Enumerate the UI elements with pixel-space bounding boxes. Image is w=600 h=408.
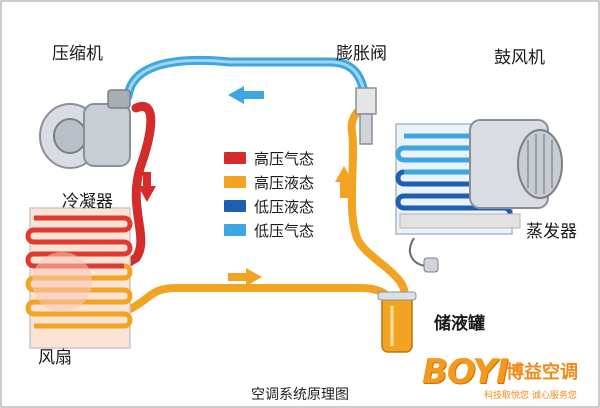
logo-mark: BOYI [422,352,509,392]
flow-arrow-orange-up-tail [340,182,348,198]
legend-label: 低压液态 [254,197,315,216]
compressor [39,89,131,169]
flow-arrow-orange-bottom-tail [228,273,246,281]
diagram-caption: 空调系统原理图 [251,387,349,403]
pressure-switch [409,237,439,273]
flow-arrow-top-tail [244,91,264,99]
legend-label: 高压气态 [254,149,315,168]
expansion-valve-label: 膨胀阀 [336,44,387,64]
legend-item: 低压气态 [224,218,314,242]
legend-swatch-low-pressure-gas [224,224,246,236]
fan [32,252,92,312]
legend: 高压气态 高压液态 低压液态 低压气态 [224,146,314,242]
legend-swatch-high-pressure-gas [224,152,246,164]
high-pressure-gas-line [121,102,156,269]
expansion-valve [355,87,377,145]
condenser-label: 冷凝器 [62,192,113,212]
logo-name: 博益空调 [506,362,578,383]
brand-logo: BOYI 博益空调 科技取悦您 诚心服务您 [420,350,598,406]
receiver-drier-label: 储液罐 [434,314,485,334]
legend-item: 高压液态 [224,170,314,194]
logo-slogan: 科技取悦您 诚心服务您 [484,391,577,401]
flow-arrow-red-tail [143,172,151,186]
legend-label: 低压气态 [254,221,315,240]
flow-arrow-red [138,186,156,202]
high-pressure-liquid-line [124,284,396,314]
legend-item: 低压液态 [224,194,314,218]
high-pressure-liquid-line-up [347,104,409,302]
flow-arrow-orange-up [335,166,353,182]
receiver-drier [377,291,417,353]
blower [469,119,563,209]
evaporator-label: 蒸发器 [526,222,577,242]
legend-label: 高压液态 [254,173,315,192]
legend-swatch-high-pressure-liquid [224,176,246,188]
low-pressure-gas-line-inner [126,58,366,98]
compressor-label: 压缩机 [52,44,103,64]
legend-swatch-low-pressure-liquid [224,200,246,212]
flow-arrow-orange-bottom [246,268,262,286]
fan-label: 风扇 [38,348,72,368]
legend-item: 高压气态 [224,146,314,170]
low-pressure-gas-line [123,55,369,101]
flow-arrow-top [228,86,244,104]
blower-label: 鼓风机 [494,48,545,68]
